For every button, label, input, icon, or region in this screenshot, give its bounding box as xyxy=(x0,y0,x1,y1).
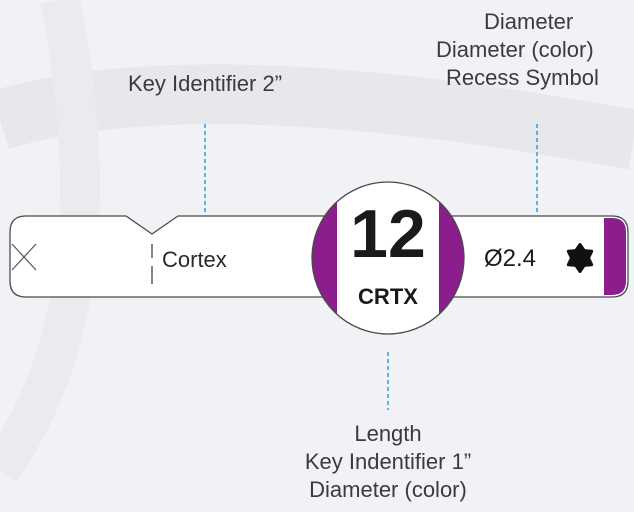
label-diameter-color-bottom: Diameter (color) xyxy=(309,477,467,502)
diameter-value: Ø2.4 xyxy=(484,245,537,272)
label-key-identifier-2: Key Identifier 2” xyxy=(127,71,283,96)
length-circle xyxy=(312,182,464,334)
label-diameter-group: Diameter Diameter (color) Recess Symbol xyxy=(430,8,634,92)
label-band-left xyxy=(9,215,330,298)
label-recess-symbol: Recess Symbol xyxy=(446,65,599,90)
length-value: 12 xyxy=(350,196,426,272)
label-length-group: Length Key Indentifier 1” Diameter (colo… xyxy=(260,420,516,504)
right-end-color-cap xyxy=(604,218,626,295)
label-diameter-color: Diameter (color) xyxy=(436,37,594,62)
label-band-right xyxy=(448,215,629,298)
label-length: Length xyxy=(354,421,422,446)
circle-color-stripe-right xyxy=(439,182,464,334)
section-text: Cortex xyxy=(162,247,227,272)
circle-color-stripe-left xyxy=(312,182,337,334)
label-diameter: Diameter xyxy=(484,9,574,34)
hexalobe-recess-icon xyxy=(566,243,594,273)
identifier-code: CRTX xyxy=(358,284,418,309)
label-key-identifier-1: Key Indentifier 1” xyxy=(304,449,472,474)
